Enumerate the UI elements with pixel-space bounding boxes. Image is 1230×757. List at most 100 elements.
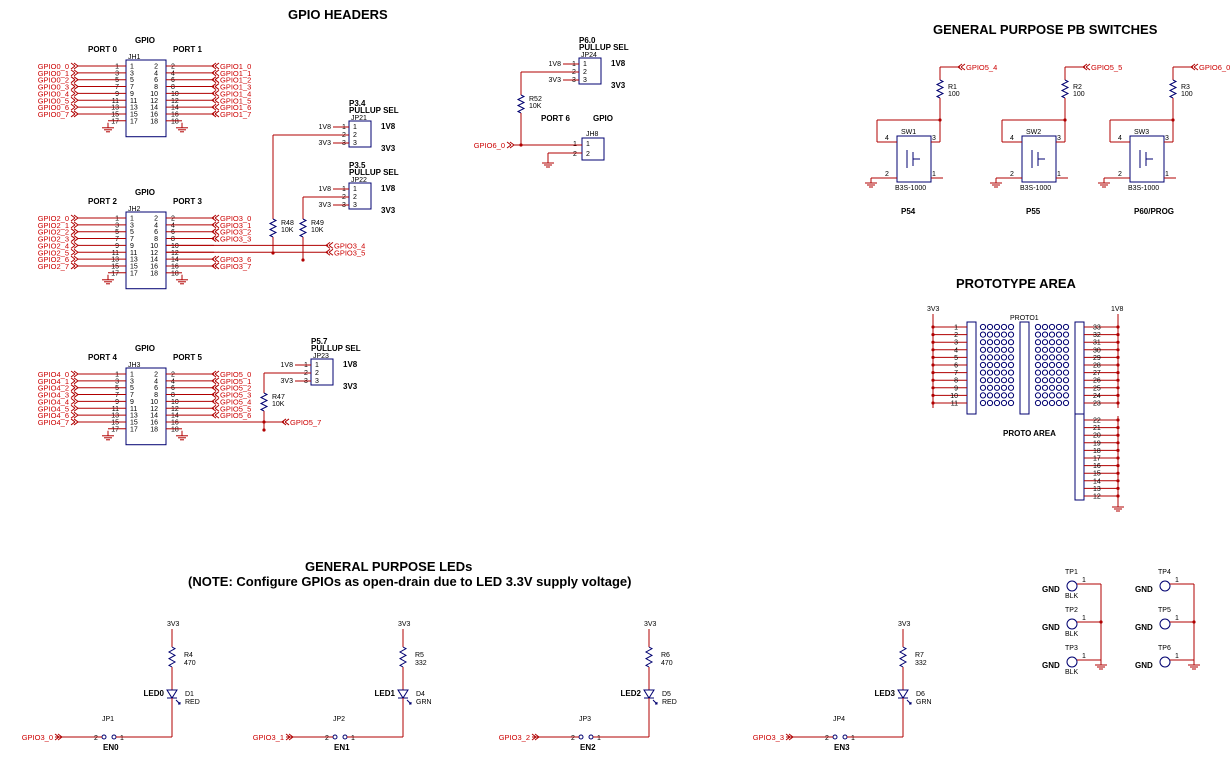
proto-pin: 17 (1093, 456, 1101, 463)
proto-hole (993, 369, 1001, 376)
offpage-arrow (325, 248, 334, 256)
proto-pin: 22 (1093, 418, 1101, 425)
pin-number: 1 (1082, 653, 1086, 660)
pin-number: 2 (171, 372, 175, 379)
pin-number: 1 (353, 186, 357, 193)
proto-hole (1041, 354, 1049, 361)
switch-ref: SW3 (1134, 129, 1149, 136)
proto-hole (986, 323, 994, 331)
pin-number: 1 (597, 735, 601, 742)
led-name: LED0 (144, 689, 165, 698)
pullup-title: P5.7 (311, 337, 328, 346)
proto-hole (1062, 361, 1070, 369)
proto-pin: 16 (1093, 463, 1101, 470)
proto-hole (1041, 384, 1049, 391)
offpage-arrow (506, 141, 515, 149)
pin-number: 3 (130, 378, 134, 385)
proto-pin: 5 (954, 355, 958, 362)
pin-number: 3 (115, 378, 119, 385)
led-resistor-value: 332 (915, 660, 927, 667)
switch-resistor-value: 100 (948, 91, 960, 98)
proto-hole (979, 339, 987, 346)
proto-hole (1041, 369, 1049, 376)
rail-option: 1V8 (611, 59, 626, 68)
pin-number: 18 (171, 118, 179, 125)
ground-symbol (102, 274, 114, 285)
led-name: LED2 (621, 689, 642, 698)
pin-number: 13 (130, 413, 138, 420)
signal-label: GPIO4_5 (38, 404, 69, 413)
proto-hole (1000, 331, 1008, 338)
header-body (125, 211, 167, 290)
testpoint-ref: TP5 (1158, 607, 1171, 614)
port6-label: PORT 6 (541, 114, 570, 123)
proto-hole (1062, 331, 1070, 338)
pin-number: 8 (171, 392, 175, 399)
resistor (898, 646, 908, 668)
led-diode (166, 689, 178, 699)
switch-resistor-ref: R3 (1181, 84, 1190, 91)
pin-number: 16 (150, 111, 158, 118)
rail-label: 1V8 (549, 61, 562, 68)
port6-ref: JH8 (586, 131, 599, 138)
proto-pin: 28 (1093, 363, 1101, 370)
switch-body (1021, 135, 1057, 183)
pin-number: 17 (130, 118, 138, 125)
pin-number: 12 (171, 98, 179, 105)
offpage-arrow (531, 733, 540, 741)
proto-hole (1007, 377, 1015, 384)
proto-hole (1048, 361, 1056, 369)
rail-option: 1V8 (381, 122, 396, 131)
junction-dot (931, 325, 935, 329)
pin-number: 11 (112, 406, 119, 413)
pin-number: 11 (112, 250, 119, 257)
title-general-leds: GENERAL PURPOSE LEDs (305, 559, 472, 574)
proto-hole (986, 331, 994, 338)
pin-number: 1 (1175, 577, 1179, 584)
proto-hole (993, 361, 1001, 369)
proto-hole (1048, 346, 1056, 353)
junction-dot (931, 378, 935, 382)
proto-hole (1041, 339, 1049, 346)
junction-dot (1116, 401, 1120, 405)
signal-label: GPIO1_5 (220, 96, 251, 105)
offpage-arrow (211, 62, 220, 70)
ground-symbol (542, 158, 554, 168)
proto-pin: 25 (1093, 385, 1101, 392)
pin-number: 13 (111, 105, 119, 112)
proto-hole (979, 331, 987, 338)
proto-hole (979, 323, 987, 331)
pin-number: 2 (315, 370, 319, 377)
signal-label: GPIO2_5 (38, 248, 69, 257)
title-pb-switches: GENERAL PURPOSE PB SWITCHES (933, 22, 1158, 37)
left-port-label: PORT 4 (88, 353, 117, 362)
proto-pin: 14 (1093, 478, 1101, 485)
proto-hole (1055, 323, 1063, 331)
led-color: GRN (416, 699, 432, 706)
signal-label: GPIO2_6 (38, 255, 69, 264)
pin-number: 5 (115, 385, 119, 392)
pin-number: 15 (111, 263, 119, 270)
pin-number: 10 (171, 91, 179, 98)
pin-number: 13 (111, 257, 119, 264)
pin-number: 6 (154, 229, 158, 236)
pin-number: 5 (130, 385, 134, 392)
proto-hole (1048, 392, 1056, 399)
pin-number: 1 (315, 362, 319, 369)
pin-number: 12 (171, 406, 179, 413)
rail-option: 3V3 (611, 81, 626, 90)
signal-label: GPIO0_1 (38, 69, 69, 78)
pin-number: 1 (586, 141, 590, 148)
pin-number: 2 (885, 171, 889, 178)
proto-hole (979, 361, 987, 369)
signal-label: GPIO3_0 (220, 214, 251, 223)
junction-dot (931, 340, 935, 344)
switch-label: P54 (901, 207, 916, 216)
proto-hole (1041, 399, 1049, 407)
offpage-arrow (70, 69, 79, 77)
junction-dot (931, 348, 935, 352)
proto-pin: 15 (1093, 471, 1101, 478)
signal-label: GPIO5_6 (220, 411, 251, 420)
testpoint-circle (1159, 656, 1171, 668)
proto-hole (1048, 354, 1056, 361)
